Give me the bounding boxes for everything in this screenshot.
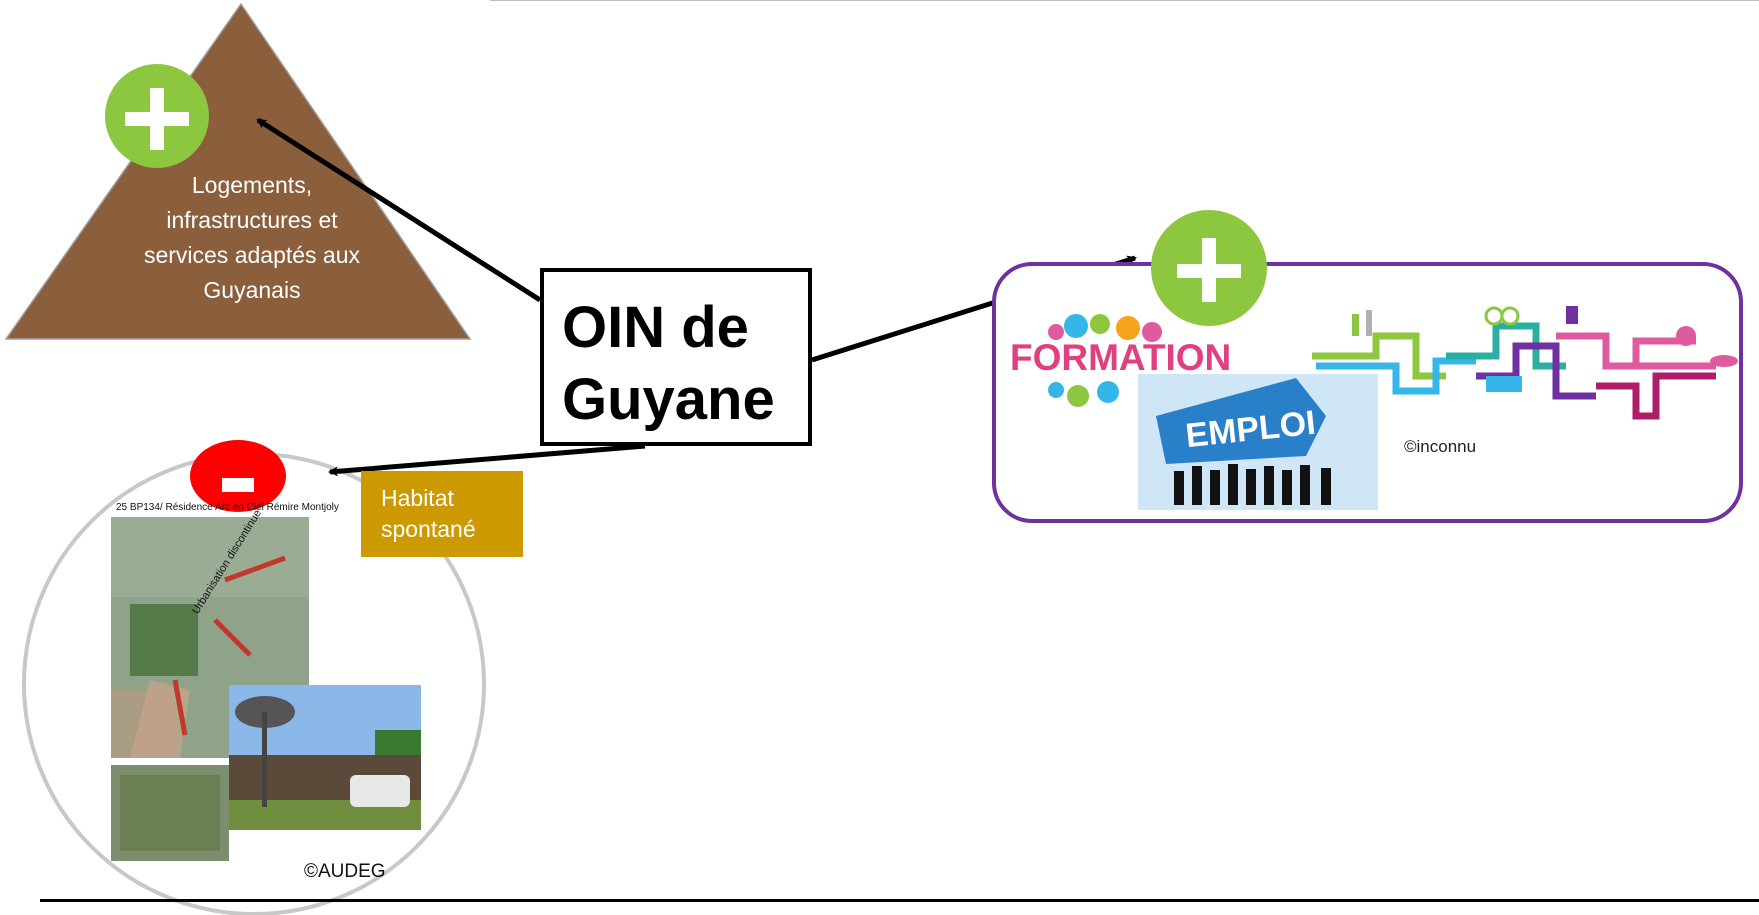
arrow-to-spontaneous-housing [328,443,646,477]
housing-triangle [4,2,472,340]
inconnu-credit: ©inconnu [1404,437,1477,456]
aerial-map-image [111,517,309,861]
residence-caption: 25 BP134/ Résidence Arc en Ciel Rémire M… [116,502,339,513]
top-divider-line [490,0,1759,1]
employment-illustrations: FORMATION EMPLOI [1010,306,1738,510]
emploi-image: EMPLOI [1138,374,1378,510]
oin-box: OIN de Guyane [540,268,812,446]
employment-box: FORMATION EMPLOI [992,262,1743,523]
audeg-credit: ©AUDEG [304,861,386,882]
oin-title-line2: Guyane [562,367,775,432]
spontaneous-housing-label: Habitat spontané [361,471,523,557]
oin-title-line1: OIN de [562,295,749,360]
arrow-to-triangle [256,117,542,303]
house-photo [229,685,421,830]
mobility-figures [1352,306,1738,392]
mobility-illustration [1312,322,1716,420]
housing-label: Logements, infrastructures et services a… [143,172,361,303]
oin-title: OIN de Guyane [544,292,808,436]
bottom-divider-line [40,899,1759,902]
formation-wordart: FORMATION [1010,337,1231,378]
